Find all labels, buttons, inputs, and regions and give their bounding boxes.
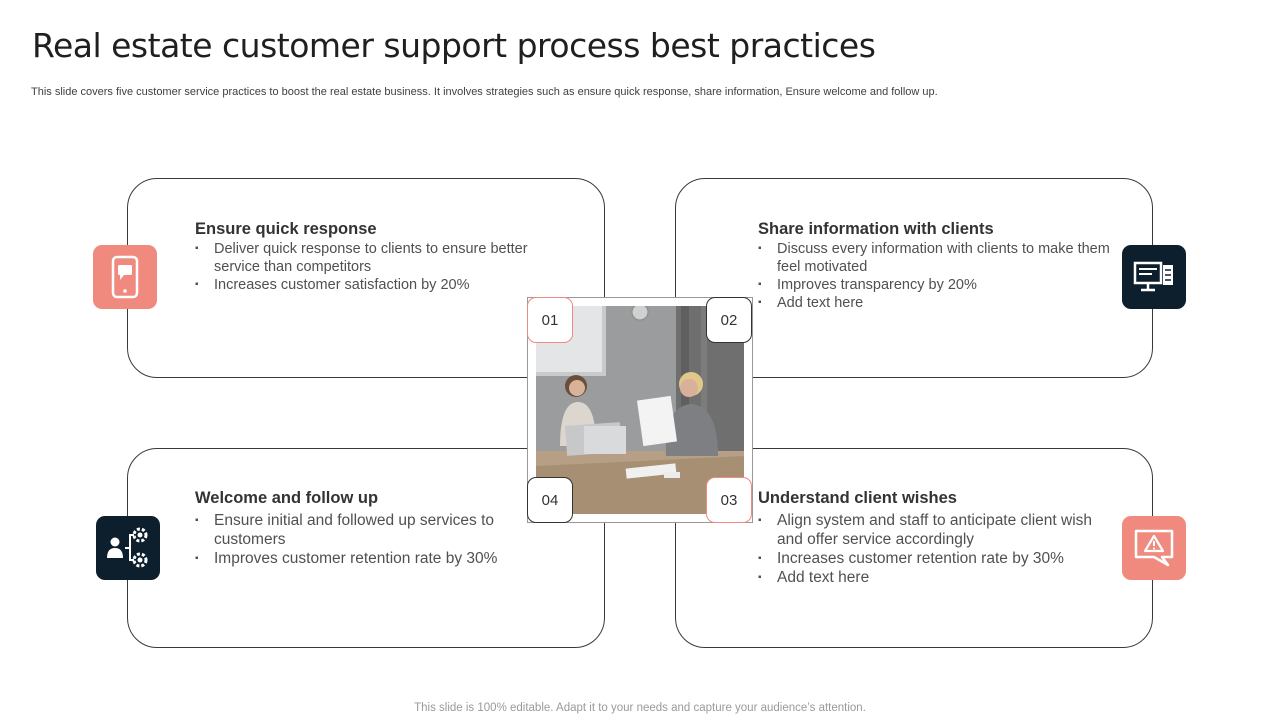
card-heading: Ensure quick response [195,220,377,238]
slide-subtitle: This slide covers five customer service … [31,86,938,98]
person-gears-icon [96,516,160,580]
step-number-badge: 02 [706,297,752,343]
card-bullets: Deliver quick response to clients to ens… [195,240,540,294]
card-understand-wishes: Understand client wishes Align system an… [675,448,1153,648]
step-number-badge: 03 [706,477,752,523]
bullet: Add text here [758,568,1108,587]
bullet: Add text here [758,294,1128,312]
card-welcome-follow-up: Welcome and follow up Ensure initial and… [127,448,605,648]
card-quick-response: Ensure quick response Deliver quick resp… [127,178,605,378]
bullet: Deliver quick response to clients to ens… [195,240,540,276]
card-share-information: Share information with clients Discuss e… [675,178,1153,378]
step-number-badge: 01 [527,297,573,343]
bullet: Discuss every information with clients t… [758,240,1128,276]
bullet: Align system and staff to anticipate cli… [758,511,1108,549]
slide-title: Real estate customer support process bes… [32,26,876,65]
card-heading: Share information with clients [758,220,994,238]
bullet: Increases customer satisfaction by 20% [195,276,540,294]
step-number-badge: 04 [527,477,573,523]
mobile-chat-icon [93,245,157,309]
card-bullets: Align system and staff to anticipate cli… [758,511,1108,587]
warning-chat-icon [1122,516,1186,580]
bullet: Improves customer retention rate by 30% [195,549,515,568]
card-heading: Understand client wishes [758,489,957,507]
bullet: Improves transparency by 20% [758,276,1128,294]
presentation-board-icon [1122,245,1186,309]
card-bullets: Discuss every information with clients t… [758,240,1128,312]
card-heading: Welcome and follow up [195,489,379,507]
footer-note: This slide is 100% editable. Adapt it to… [414,702,866,714]
bullet: Increases customer retention rate by 30% [758,549,1108,568]
bullet: Ensure initial and followed up services … [195,511,515,549]
card-bullets: Ensure initial and followed up services … [195,511,515,568]
